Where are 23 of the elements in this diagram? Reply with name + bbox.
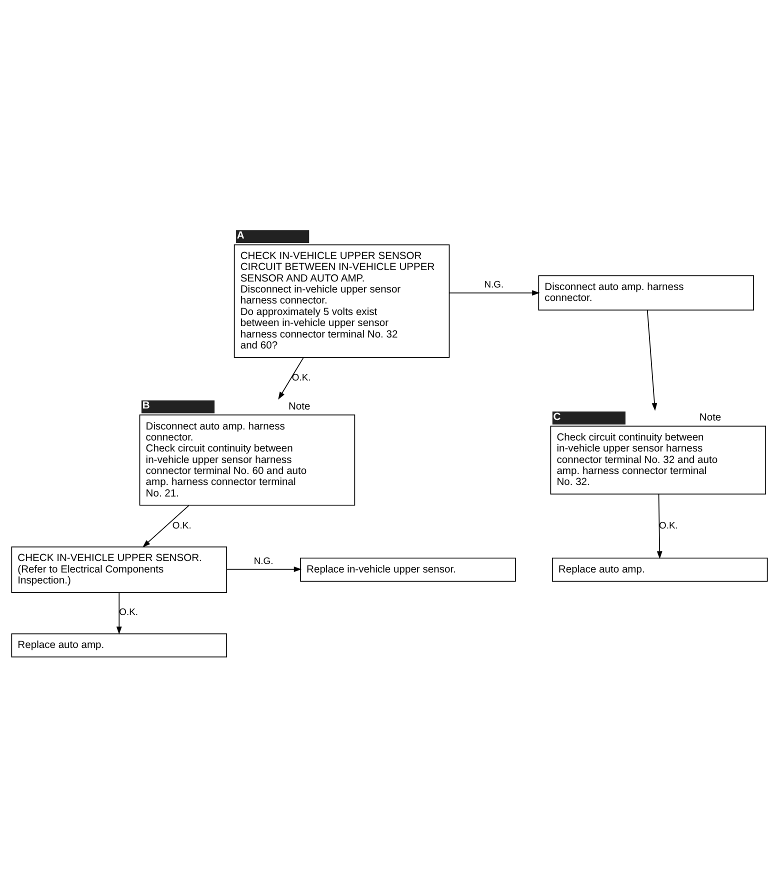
node-box: CHECK IN-VEHICLE UPPER SENSOR. (Refer to Electrical Components Inspection.) — [11, 546, 228, 593]
arrow — [656, 494, 662, 559]
edge-label: O.K. — [119, 607, 138, 618]
arrow — [449, 290, 540, 296]
node-label: Note — [699, 412, 722, 424]
arrow — [226, 566, 302, 572]
edge-label: O.K. — [292, 372, 311, 384]
edge-label: N.G. — [254, 556, 274, 567]
edge-label: O.K. — [659, 520, 678, 532]
edge-label: O.K. — [172, 520, 192, 532]
arrow — [278, 357, 304, 400]
node-label: B — [142, 400, 150, 412]
arrow — [116, 592, 122, 634]
node-box: Disconnect auto amp. harness connector. — [538, 275, 754, 311]
arrow — [142, 505, 190, 548]
node-label: Note — [288, 401, 310, 412]
node-box: Replace auto amp. — [552, 558, 768, 582]
node-label: C — [553, 412, 561, 423]
node-box: Replace auto amp. — [11, 633, 228, 658]
node-box: Replace in-vehicle upper sensor. — [300, 558, 516, 582]
arrow — [646, 310, 658, 411]
edge-label: N.G. — [484, 280, 504, 291]
node-label: A — [236, 230, 244, 242]
